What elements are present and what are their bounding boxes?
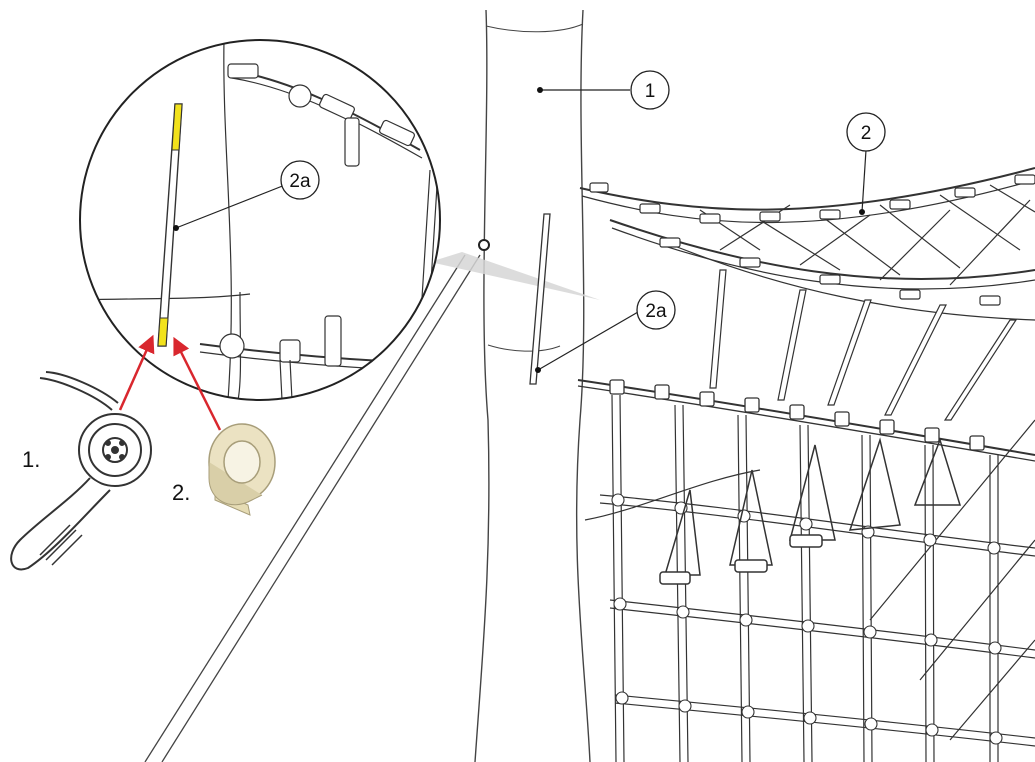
callout-2: 2	[846, 112, 886, 152]
angle-grinder-icon	[10, 371, 152, 571]
loose-rod-2a	[529, 213, 551, 385]
yellow-tape-bottom	[157, 317, 169, 347]
zoom-detail	[79, 39, 441, 401]
tape-roll-icon	[208, 423, 276, 516]
zoom-cone	[430, 252, 600, 300]
svg-text:1: 1	[645, 81, 656, 102]
tree-trunk	[474, 9, 591, 762]
rod-end-marker	[478, 239, 490, 251]
callout-2a-zoom: 2a	[280, 160, 320, 200]
red-arrows	[118, 334, 222, 431]
leader-lines	[175, 89, 867, 371]
svg-text:2: 2	[861, 123, 872, 144]
step-1-label: 1.	[22, 447, 40, 472]
step-2-label: 2.	[172, 480, 190, 505]
support-pole	[144, 254, 481, 762]
yellow-tape-top	[171, 103, 183, 151]
lower-cable	[577, 379, 1035, 462]
callout-1: 1	[630, 70, 670, 110]
svg-text:2a: 2a	[289, 171, 311, 192]
svg-text:2a: 2a	[645, 301, 667, 322]
triangle-handles	[659, 437, 962, 585]
hanging-rods	[709, 269, 1018, 421]
upper-net	[579, 167, 1035, 321]
leader-dots	[173, 87, 865, 373]
callout-2a-main: 2a	[636, 290, 676, 330]
